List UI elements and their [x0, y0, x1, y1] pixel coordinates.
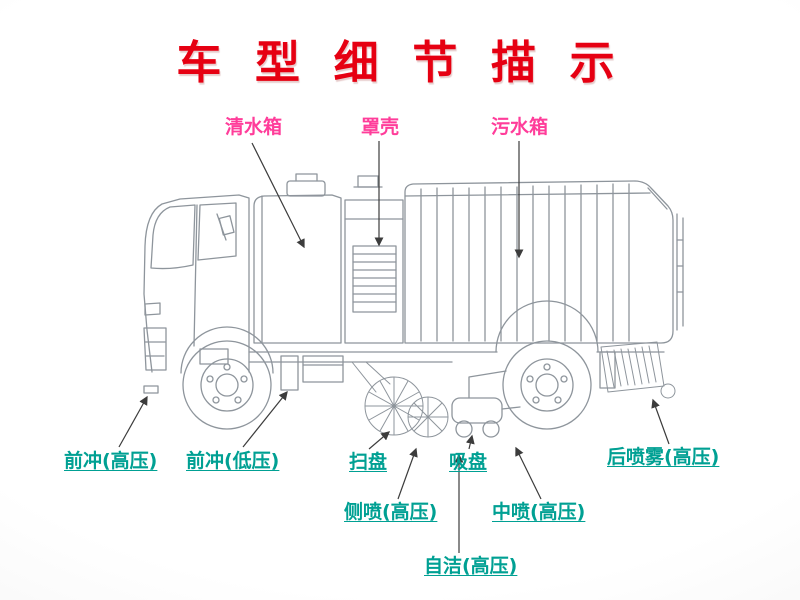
truck-body	[143, 173, 684, 438]
label-middle-spray-high: 中喷(高压)	[492, 501, 586, 523]
equipment-cover-section	[344, 175, 404, 344]
suction-unit	[451, 370, 521, 438]
label-clean-water-tank: 清水箱	[225, 116, 283, 138]
label-rear-mist-high: 后喷雾(高压)	[607, 446, 720, 468]
arrow-middle-spray-high	[515, 446, 542, 500]
arrow-front-flush-high	[118, 395, 148, 448]
label-side-spray-high: 侧喷(高压)	[344, 501, 438, 523]
arrow-suction-disc	[465, 434, 475, 450]
label-self-clean-high: 自洁(高压)	[424, 555, 518, 577]
arrow-sweep-disc	[368, 431, 391, 450]
arrow-rear-mist-high	[651, 398, 670, 445]
label-front-flush-high: 前冲(高压)	[64, 450, 158, 472]
arrow-front-flush-low	[242, 390, 288, 448]
page-title: 车 型 细 节 描 示	[176, 36, 624, 89]
label-suction-disc: 吸盘	[449, 451, 488, 473]
chassis	[248, 351, 665, 391]
sewage-tank-section	[404, 180, 684, 344]
label-front-flush-low: 前冲(低压)	[186, 450, 280, 472]
arrow-side-spray-high	[397, 447, 418, 500]
label-sweep-disc: 扫盘	[349, 451, 388, 473]
arrow-clean-water-tank	[251, 142, 305, 249]
clean-water-tank-section	[253, 173, 342, 344]
truck-cab	[143, 194, 250, 394]
label-cover-shell: 罩壳	[361, 116, 400, 138]
leader-arrows	[118, 141, 670, 553]
sweep-brush-discs	[351, 361, 449, 438]
front-wheel	[180, 326, 274, 430]
rear-wheel	[495, 300, 599, 430]
rear-spray-bar	[600, 341, 676, 399]
label-sewage-tank: 污水箱	[491, 116, 549, 138]
